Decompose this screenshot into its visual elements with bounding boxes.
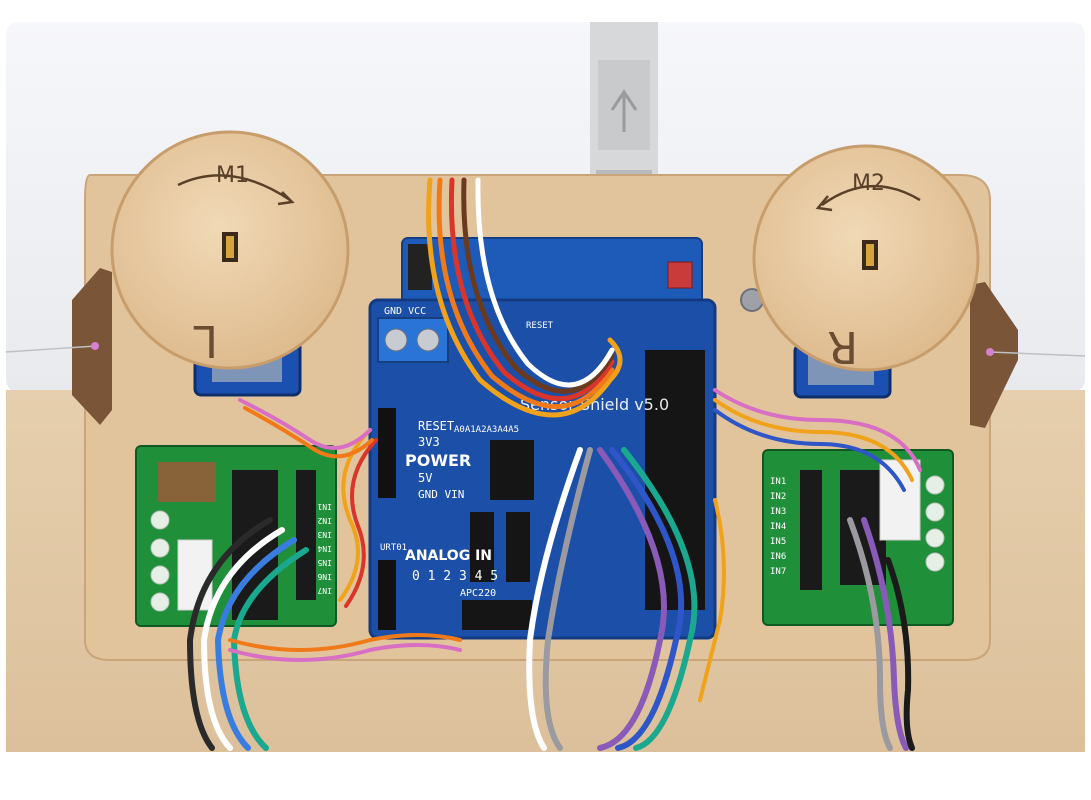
right-driver-in5: IN5	[770, 537, 786, 547]
left-driver-in5: IN5	[317, 558, 332, 567]
right-driver-in2: IN2	[770, 492, 786, 502]
apc-label: APC220	[460, 588, 496, 599]
right-wire-thread	[989, 351, 1086, 357]
left-disc-letter: L	[193, 315, 218, 366]
side-wires	[228, 388, 922, 702]
right-driver-in3: IN3	[770, 507, 786, 517]
left-driver-in1: IN1	[317, 502, 332, 511]
reset-label: RESET	[418, 419, 454, 433]
v5-label: 5V	[418, 471, 432, 485]
a-pins-label: A0A1A2A3A4A5	[454, 425, 519, 435]
ribbon-wires-top	[426, 177, 623, 418]
right-bracket	[970, 282, 1018, 428]
left-driver-in2: IN2	[317, 516, 332, 525]
analog-header: ANALOG IN	[405, 548, 492, 564]
right-disc-letter: R	[827, 321, 858, 372]
left-disc-arrow-label: M1	[216, 163, 249, 188]
right-driver-in6: IN6	[770, 552, 786, 562]
analog-pins-label: 0 1 2 3 4 5	[412, 569, 498, 584]
left-driver-labels: IN1 IN2 IN3 IN4 IN5 IN6 IN7	[317, 502, 332, 595]
top-reset-label: RESET	[526, 321, 554, 331]
right-driver-in7: IN7	[770, 567, 786, 577]
terminal-label: GND VCC	[384, 306, 426, 317]
sensor-shield: GND VCC RESET RESET 3V3 POWER 5V GND VIN…	[368, 298, 717, 640]
left-driver-in3: IN3	[317, 530, 332, 539]
left-driver-in6: IN6	[317, 572, 332, 581]
left-driver-in7: IN7	[317, 586, 332, 595]
urt-label: URT01	[380, 543, 407, 553]
power-header: POWER	[405, 451, 471, 470]
v33-label: 3V3	[418, 435, 440, 449]
gnd-vin-label: GND VIN	[418, 488, 464, 501]
left-wire-thread	[5, 345, 97, 353]
left-disc: M1 L	[110, 130, 350, 370]
right-disc-arrow-label: M2	[852, 171, 885, 196]
right-disc: M2 R	[752, 144, 980, 372]
left-pin	[91, 342, 99, 350]
ribbon-wires-bottom	[186, 447, 915, 751]
right-driver-in1: IN1	[770, 477, 786, 487]
left-driver-in4: IN4	[317, 544, 332, 553]
right-pin	[986, 348, 994, 356]
right-driver-in4: IN4	[770, 522, 786, 532]
